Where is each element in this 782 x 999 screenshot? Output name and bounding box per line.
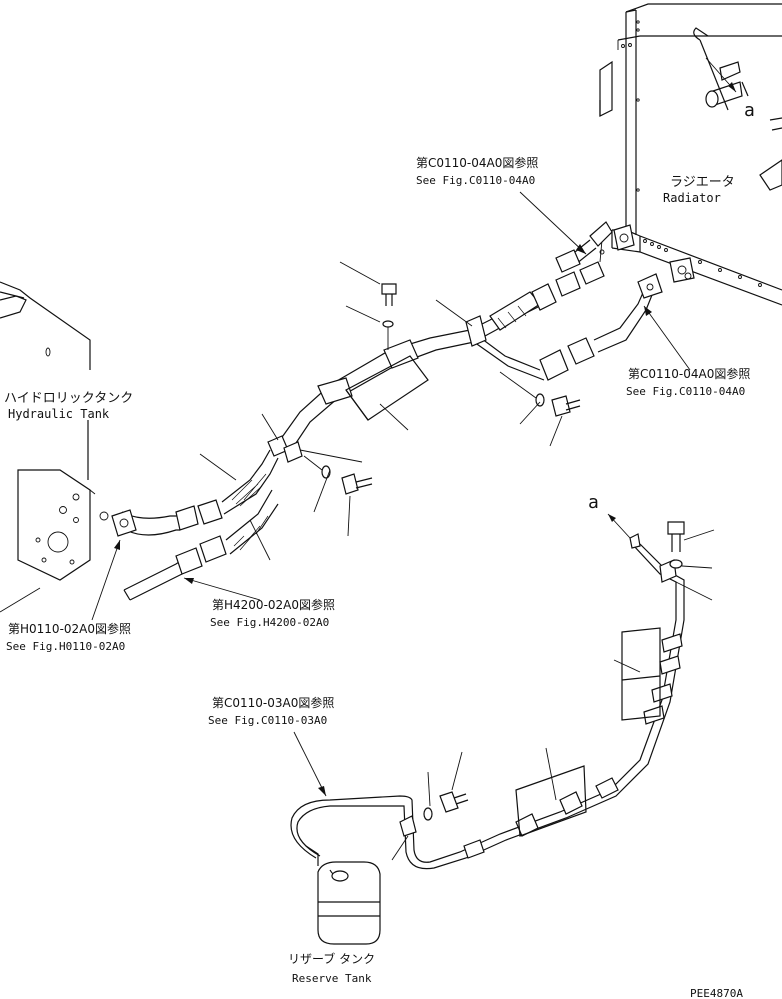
bolts-upper <box>303 283 581 495</box>
ref-c0110-03-en: See Fig.C0110-03A0 <box>208 714 327 727</box>
ref-h4200: 第H4200-02A0図参照 See Fig.H4200-02A0 <box>183 577 335 629</box>
ref-c0110-03: 第C0110-03A0図参照 See Fig.C0110-03A0 <box>208 695 334 797</box>
ref-h0110-jp: 第H0110-02A0図参照 <box>8 621 131 636</box>
ref-h4200-jp: 第H4200-02A0図参照 <box>212 597 335 612</box>
ref-c0110-04-right-jp: 第C0110-04A0図参照 <box>628 366 750 381</box>
marker-a-mid-label: a <box>588 492 599 513</box>
leader-lines-upper <box>199 261 563 561</box>
ref-c0110-04-top: 第C0110-04A0図参照 See Fig.C0110-04A0 <box>416 155 587 255</box>
hydraulic-tank: ハイドロリックタンク Hydraulic Tank <box>0 281 133 581</box>
radiator: ラジエータ Radiator <box>599 3 782 306</box>
clamps <box>267 315 487 463</box>
reserve-label-jp: リザーブ タンク <box>288 951 375 966</box>
ref-h0110-en: See Fig.H0110-02A0 <box>6 640 125 653</box>
ref-c0110-04-right: 第C0110-04A0図参照 See Fig.C0110-04A0 <box>626 305 750 398</box>
marker-a-mid: a <box>588 492 631 539</box>
tube-assembly <box>111 221 663 601</box>
overflow-line <box>290 521 715 870</box>
drawing-code: PEE4870A <box>690 987 743 999</box>
reserve-tank: リザーブ タンク Reserve Tank <box>288 845 381 985</box>
reserve-label-en: Reserve Tank <box>292 972 372 985</box>
radiator-mount-holes <box>636 20 762 287</box>
ref-h0110: 第H0110-02A0図参照 See Fig.H0110-02A0 <box>0 539 131 653</box>
radiator-label-en: Radiator <box>663 191 721 205</box>
ref-h4200-en: See Fig.H4200-02A0 <box>210 616 329 629</box>
ref-c0110-04-top-en: See Fig.C0110-04A0 <box>416 174 535 187</box>
hydraulic-label-en: Hydraulic Tank <box>8 407 110 421</box>
ref-c0110-04-right-en: See Fig.C0110-04A0 <box>626 385 745 398</box>
marker-a-top: a <box>705 57 755 121</box>
ref-c0110-04-top-jp: 第C0110-04A0図参照 <box>416 155 538 170</box>
marker-a-top-label: a <box>744 100 755 121</box>
ref-c0110-03-jp: 第C0110-03A0図参照 <box>212 695 334 710</box>
hydraulic-label-jp: ハイドロリックタンク <box>4 391 133 406</box>
radiator-label-jp: ラジエータ <box>670 175 735 190</box>
